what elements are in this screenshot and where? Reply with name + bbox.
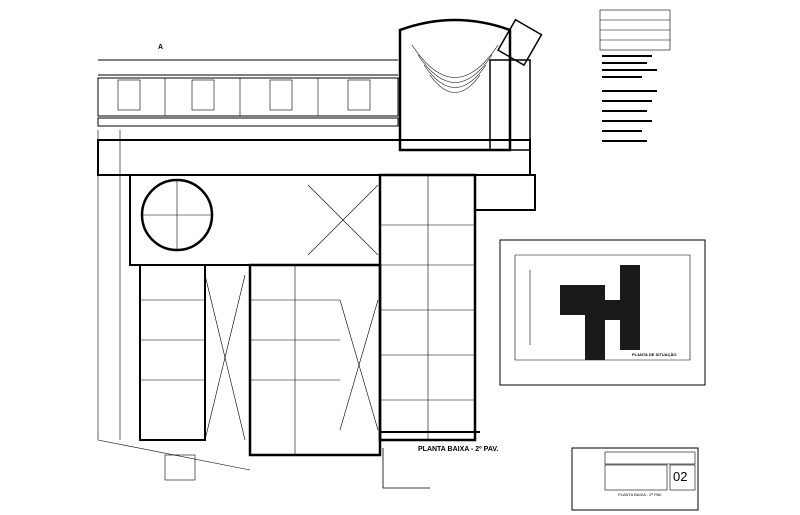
north-wing <box>97 59 399 127</box>
section-marker: A <box>158 44 164 51</box>
site-plan <box>499 239 706 386</box>
site-hatched-building <box>560 265 640 360</box>
plan-title: PLANTA BAIXA - 2º PAV. <box>418 446 499 453</box>
legend-text <box>602 55 657 142</box>
title-block <box>571 447 699 511</box>
sheet-subtitle: PLANTA BAIXA - 2º PAV <box>618 492 662 497</box>
auditorium <box>398 18 543 152</box>
main-block <box>97 139 536 457</box>
rooms <box>97 130 475 481</box>
site-plan-label: PLANTA DE SITUAÇÃO <box>632 352 677 357</box>
sheet-number: 02 <box>673 469 688 484</box>
legend-table <box>599 9 671 51</box>
